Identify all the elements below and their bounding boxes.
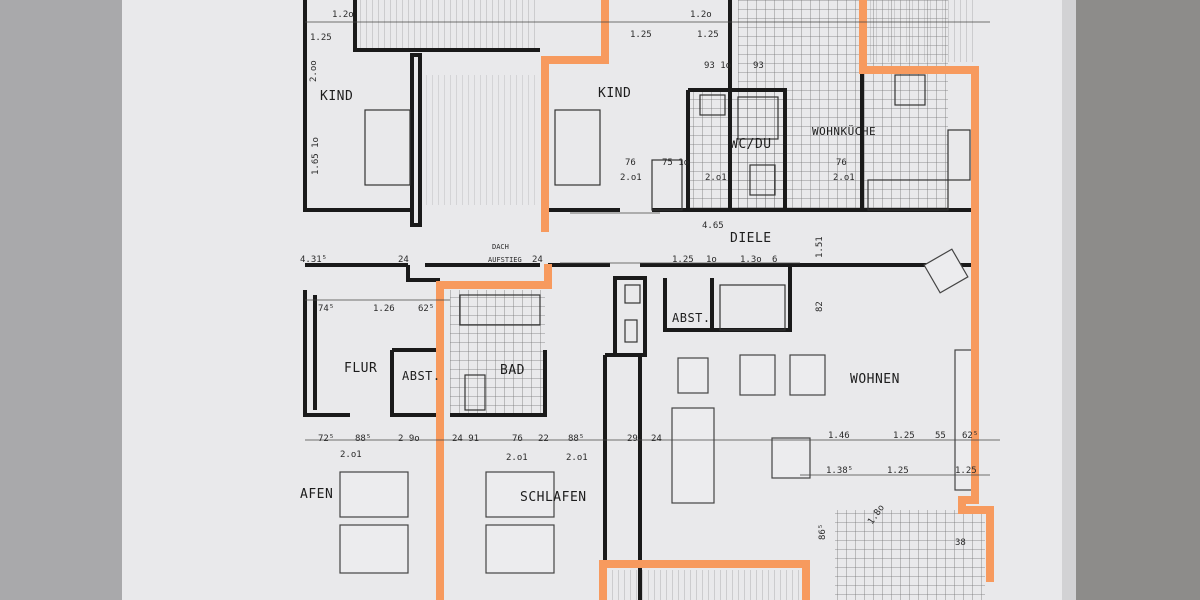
- room-label-abst-flur: ABST.: [402, 369, 441, 383]
- balcony-bottom: [608, 570, 803, 600]
- dimension-label: 1.25: [955, 466, 977, 476]
- dimension-lines: [305, 21, 1000, 476]
- dimension-label: 1.25: [672, 255, 694, 265]
- room-label-kind-left: KIND: [320, 89, 353, 104]
- dimension-label: 22: [538, 434, 549, 444]
- dimension-label: 93 1o: [704, 61, 731, 71]
- balcony-top-right: [868, 0, 978, 62]
- highlighted-walls: [436, 0, 994, 600]
- dimension-label: 88⁵: [568, 434, 584, 444]
- dimension-label: 24: [651, 434, 662, 444]
- dimension-label: 1.25: [630, 30, 652, 40]
- dimension-label: 24 91: [452, 434, 479, 444]
- staircase: [425, 75, 535, 205]
- dimension-label: 1.3o: [740, 255, 762, 265]
- dimension-label: 1.25: [893, 431, 915, 441]
- dimension-label: 4.31⁵: [300, 255, 327, 265]
- dimension-label: 55: [935, 431, 946, 441]
- dimension-label: 24: [532, 255, 543, 265]
- dimension-label: 2.o1: [705, 173, 727, 183]
- room-label-bad: BAD: [500, 363, 525, 378]
- room-label-kind-right: KIND: [598, 86, 631, 101]
- room-label-wc-du: WC/DU: [730, 137, 772, 152]
- tiled-terrace: [835, 510, 985, 600]
- room-label-flur: FLUR: [344, 361, 377, 376]
- dimension-label: 72⁵: [318, 434, 334, 444]
- dimension-label: 76: [836, 158, 847, 168]
- dimension-label: 1.25: [310, 33, 332, 43]
- room-label-diele: DIELE: [730, 231, 772, 246]
- dimension-label: 2.oo: [309, 60, 319, 82]
- dimension-label: 1.65 1o: [311, 137, 321, 175]
- dimension-label: 76: [625, 158, 636, 168]
- dimension-label: 1.2o: [332, 10, 354, 20]
- dimension-label: 1.46: [828, 431, 850, 441]
- room-label-wohnkueche: WOHNKÜCHE: [812, 125, 876, 138]
- dimension-label: 2.o1: [833, 173, 855, 183]
- room-label-schlafen: SCHLAFEN: [520, 490, 587, 505]
- dimension-labels: 1.25 1.25 93 1o 93 76 2.o1 75 1o 2.o1 76…: [300, 10, 978, 548]
- dimension-label: 6: [772, 255, 777, 265]
- balcony-top-left: [360, 0, 540, 52]
- dimension-label: 2.o1: [506, 453, 528, 463]
- dimension-label: 29: [627, 434, 638, 444]
- dimension-label: 88⁵: [355, 434, 371, 444]
- dimension-label: 2.o1: [620, 173, 642, 183]
- dimension-label: 2 9o: [398, 434, 420, 444]
- dimension-label: 1.25: [697, 30, 719, 40]
- dimension-label: 2.o1: [566, 453, 588, 463]
- dimension-label: 93: [753, 61, 764, 71]
- dimension-label: 38: [955, 538, 966, 548]
- dimension-label: 1.2o: [690, 10, 712, 20]
- dimension-label: 86⁵: [818, 524, 828, 540]
- background-left: [0, 0, 122, 600]
- room-label-abst-diele: ABST.: [672, 311, 711, 325]
- dimension-label: 24: [398, 255, 409, 265]
- paper-edge: [1062, 0, 1076, 600]
- dimension-label: 62⁵: [418, 304, 434, 314]
- room-label-aufstieg: AUFSTIEG: [488, 256, 522, 264]
- walls: [303, 0, 975, 600]
- room-label-dach: DACH: [492, 243, 509, 251]
- dimension-label: 74⁵: [318, 304, 334, 314]
- dimension-label: 75 1o: [662, 158, 689, 168]
- dimension-label: 1o: [706, 255, 717, 265]
- room-label-schlafen-left: AFEN: [300, 487, 333, 502]
- dimension-label: 82: [815, 301, 825, 312]
- dimension-label: 1.38⁵: [826, 466, 853, 476]
- background-right: [1076, 0, 1200, 600]
- dimension-label: 62⁵: [962, 431, 978, 441]
- dimension-label: 76: [512, 434, 523, 444]
- dimension-label: 4.65: [702, 221, 724, 231]
- dimension-label: 1.25: [887, 466, 909, 476]
- dimension-label: 1.51: [815, 236, 825, 258]
- fixtures: [364, 74, 971, 411]
- dimension-label: 2.o1: [340, 450, 362, 460]
- tiled-bath: [450, 290, 545, 415]
- room-label-wohnen: WOHNEN: [850, 372, 900, 387]
- dimension-label: 1.26: [373, 304, 395, 314]
